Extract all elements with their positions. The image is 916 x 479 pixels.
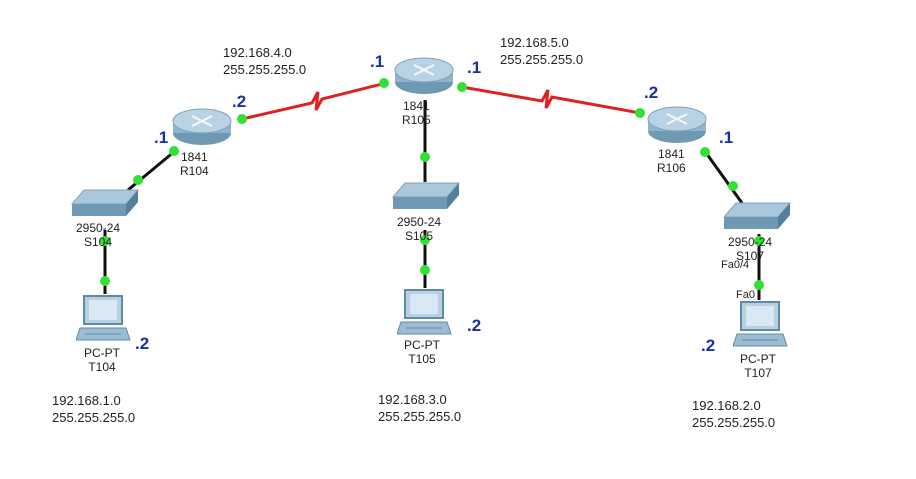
device-name: R105 — [402, 113, 431, 127]
link-light — [635, 108, 645, 118]
pc-t105-icon[interactable] — [397, 288, 453, 338]
router-r104-icon[interactable] — [170, 106, 234, 148]
pc-port-label: Fa0 — [736, 289, 755, 301]
serial-link-r104-r105[interactable] — [241, 81, 387, 121]
device-name: R106 — [657, 161, 686, 175]
link-light — [457, 82, 467, 92]
router-r106-icon[interactable] — [645, 104, 709, 146]
network-mask: 255.255.255.0 — [500, 52, 584, 67]
device-model: 1841 — [180, 150, 208, 164]
pc-t107-label: PC-PT T107 — [740, 352, 776, 380]
ip-label-r105-left: .1 — [370, 52, 385, 71]
ip-label-r106-lan: .1 — [719, 128, 734, 147]
link-light — [100, 236, 110, 246]
network-address: 192.168.2.0 — [692, 398, 761, 413]
network-label-n1: 192.168.1.0 255.255.255.0 — [52, 392, 135, 426]
switch-s107-label: 2950-24 S107 — [728, 235, 772, 263]
serial-link-r105-r106[interactable] — [461, 85, 641, 115]
switch-s104-label: 2950-24 S104 — [76, 221, 120, 249]
network-label-n4: 192.168.4.0 255.255.255.0 — [223, 44, 306, 78]
device-model: PC-PT — [404, 338, 440, 352]
device-model: 2950-24 — [76, 221, 121, 235]
device-name: T105 — [408, 352, 436, 366]
network-address: 192.168.3.0 — [378, 392, 447, 407]
link-light — [169, 146, 179, 156]
network-mask: 255.255.255.0 — [52, 410, 136, 425]
network-mask: 255.255.255.0 — [223, 62, 307, 77]
pc-t105-label: PC-PT T105 — [404, 338, 440, 366]
ip-label-r105-right: .1 — [467, 58, 482, 77]
device-name: S105 — [405, 229, 434, 243]
link-light — [754, 236, 764, 246]
link-light — [420, 152, 430, 162]
device-name: S104 — [84, 235, 113, 249]
router-r106-label: 1841 R106 — [657, 147, 686, 175]
device-name: T107 — [744, 366, 772, 380]
switch-s104-icon[interactable] — [70, 188, 140, 220]
ip-label-r104-lan: .1 — [154, 128, 169, 147]
pc-t104-label: PC-PT T104 — [84, 346, 120, 374]
switch-s105-icon[interactable] — [391, 181, 461, 213]
link-lights — [100, 78, 764, 290]
pc-t104-icon[interactable] — [76, 294, 132, 344]
pc-t107-icon[interactable] — [733, 300, 789, 350]
ip-label-r106-wan: .2 — [644, 83, 659, 102]
network-address: 192.168.4.0 — [223, 45, 292, 60]
network-label-n3: 192.168.3.0 255.255.255.0 — [378, 391, 461, 425]
device-model: 1841 — [402, 99, 430, 113]
device-model: 2950-24 — [728, 235, 773, 249]
network-mask: 255.255.255.0 — [692, 415, 776, 430]
device-model: PC-PT — [740, 352, 776, 366]
link-light — [237, 114, 247, 124]
device-model: 1841 — [657, 147, 685, 161]
network-address: 192.168.1.0 — [52, 393, 121, 408]
router-r105-icon[interactable] — [392, 55, 456, 97]
device-name: R104 — [180, 164, 209, 178]
ethernet-link-r104-s104[interactable] — [127, 149, 176, 192]
ip-label-t105: .2 — [467, 316, 482, 335]
link-light — [754, 280, 764, 290]
network-mask: 255.255.255.0 — [378, 409, 462, 424]
network-label-n2: 192.168.2.0 255.255.255.0 — [692, 397, 775, 431]
ip-label-t107: .2 — [701, 336, 716, 355]
device-name: S107 — [736, 249, 765, 263]
router-r104-label: 1841 R104 — [180, 150, 209, 178]
device-model: 2950-24 — [397, 215, 442, 229]
switch-port-label: Fa0/4 — [721, 259, 750, 271]
link-light — [100, 276, 110, 286]
ethernet-link-r106-s107[interactable] — [702, 149, 744, 204]
switch-s105-label: 2950-24 S105 — [397, 215, 441, 243]
link-light — [379, 78, 389, 88]
link-light — [420, 265, 430, 275]
router-r105-label: 1841 R105 — [402, 99, 431, 127]
device-model: PC-PT — [84, 346, 120, 360]
ip-label-r104-wan: .2 — [232, 92, 247, 111]
ip-label-t104: .2 — [135, 334, 150, 353]
link-light — [728, 181, 738, 191]
device-name: T104 — [88, 360, 116, 374]
network-label-n5: 192.168.5.0 255.255.255.0 — [500, 34, 583, 68]
network-address: 192.168.5.0 — [500, 35, 569, 50]
link-light — [133, 175, 143, 185]
switch-s107-icon[interactable] — [722, 201, 792, 233]
link-light — [420, 235, 430, 245]
link-light — [700, 147, 710, 157]
